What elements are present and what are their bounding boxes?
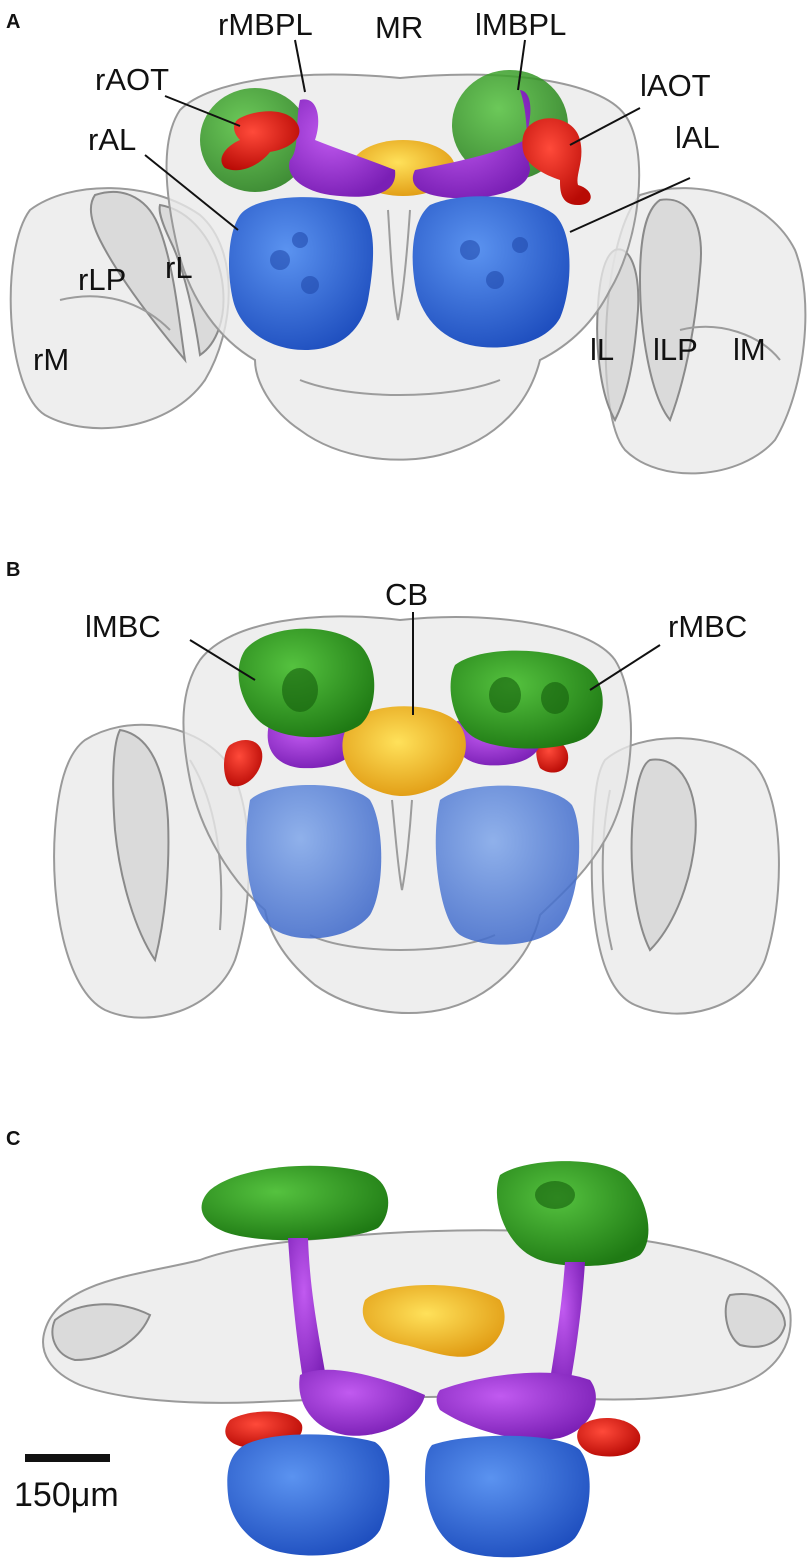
calyx-texture-b [282,668,569,714]
mushroom-peduncle-a-right [412,90,531,199]
label-CB: CB [385,577,428,612]
label-lAOT: lAOT [640,68,711,103]
label-lL: lL [590,332,614,367]
antennal-texture-a [270,232,528,294]
mushroom-calyx-c-right [496,1161,649,1266]
central-body-b [342,706,466,796]
label-rAL: rAL [88,122,136,157]
mushroom-lobes-c-right [436,1372,596,1440]
panel-a: A [6,7,807,475]
label-lM: lM [733,332,766,367]
leader-lines-a [144,39,691,233]
mushroom-lobes-c-left [299,1369,425,1436]
central-body-c [362,1285,505,1357]
antennal-lobe-c-left [227,1434,390,1556]
label-rM: rM [33,342,69,377]
label-lAL: lAL [675,120,720,155]
mushroom-peduncle-c-left [288,1238,328,1392]
scale-bar-label: 150μm [14,1476,119,1514]
panel-b: B lMBC [6,559,780,1019]
label-lMBPL: lMBPL [475,7,566,42]
label-rMBC: rMBC [668,609,747,644]
label-rLP: rLP [78,262,126,297]
antennal-lobe-b-right [435,785,580,945]
leader-lines-b [189,612,661,715]
label-lMBC: lMBC [85,609,161,644]
calyx-texture-c [535,1181,575,1209]
mushroom-peduncle-c-right [548,1262,585,1395]
optic-tubercle-a-left [221,111,300,171]
mushroom-calyx-c-left [201,1165,389,1241]
antennal-lobe-c-right [425,1435,590,1558]
panel-letter-c: C [6,1128,20,1150]
label-rL: rL [165,250,193,285]
panel-letter-b: B [6,559,20,581]
antennal-lobe-a-left [228,197,374,350]
optic-tubercle-a-right [522,118,591,205]
label-lLP: lLP [653,332,698,367]
label-rAOT: rAOT [95,62,169,97]
antennal-lobe-b-left [246,785,382,939]
optic-tubercle-c-right [577,1417,641,1457]
optic-tubercle-b-left [224,740,263,787]
mushroom-peduncle-a-left [289,99,396,197]
label-rMBPL: rMBPL [218,7,313,42]
panel-letter-a: A [6,11,20,33]
mushroom-calyx-b-right [450,650,603,749]
label-MR: MR [375,10,423,45]
scale-bar [25,1454,110,1462]
panel-c: C 150μm [6,1128,792,1558]
